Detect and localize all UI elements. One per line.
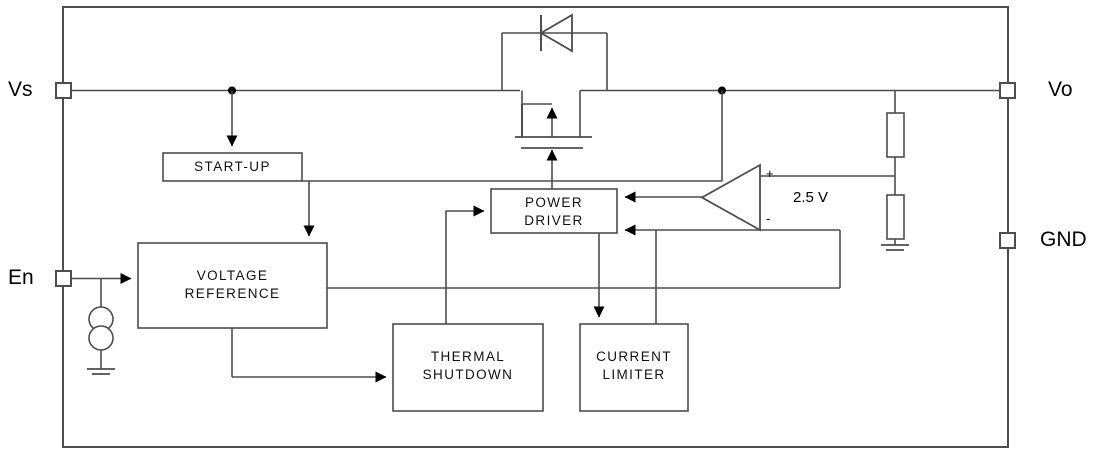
block-label-vref: VOLTAGE REFERENCE	[184, 268, 281, 301]
resistor-top	[886, 112, 905, 158]
pin-vo-square[interactable]	[999, 82, 1016, 99]
current-source-circle-bottom	[88, 325, 114, 351]
resistor-bottom	[886, 194, 905, 240]
block-label-powerdriver: POWER DRIVER	[524, 195, 584, 228]
block-currentlimiter-rect[interactable]	[579, 323, 689, 412]
pin-label-en: En	[8, 266, 34, 289]
pin-label-gnd: GND	[1040, 228, 1087, 251]
pin-gnd-square[interactable]	[999, 232, 1016, 249]
block-thermal-rect[interactable]	[392, 323, 544, 412]
block-startup-rect[interactable]	[162, 152, 303, 182]
pin-vs-square[interactable]	[55, 82, 72, 99]
amp-minus-sign: -	[766, 211, 771, 226]
block-powerdriver-rect[interactable]	[490, 188, 618, 234]
block-vref-rect[interactable]	[137, 242, 328, 329]
error-amp-triangle[interactable]	[700, 163, 761, 232]
block-label-thermal: THERMAL SHUTDOWN	[422, 349, 514, 382]
pin-label-vo: Vo	[1048, 78, 1073, 101]
diode-triangle	[539, 13, 573, 53]
pin-en-square[interactable]	[55, 270, 72, 287]
chip-boundary	[62, 6, 1009, 448]
amp-plus-sign: +	[766, 166, 774, 181]
amp-reference-voltage-label: 2.5 V	[793, 189, 829, 206]
block-label-currentlimiter: CURRENT LIMITER	[596, 349, 672, 382]
block-label-startup: START-UP	[194, 159, 271, 174]
pin-label-vs: Vs	[8, 78, 33, 101]
